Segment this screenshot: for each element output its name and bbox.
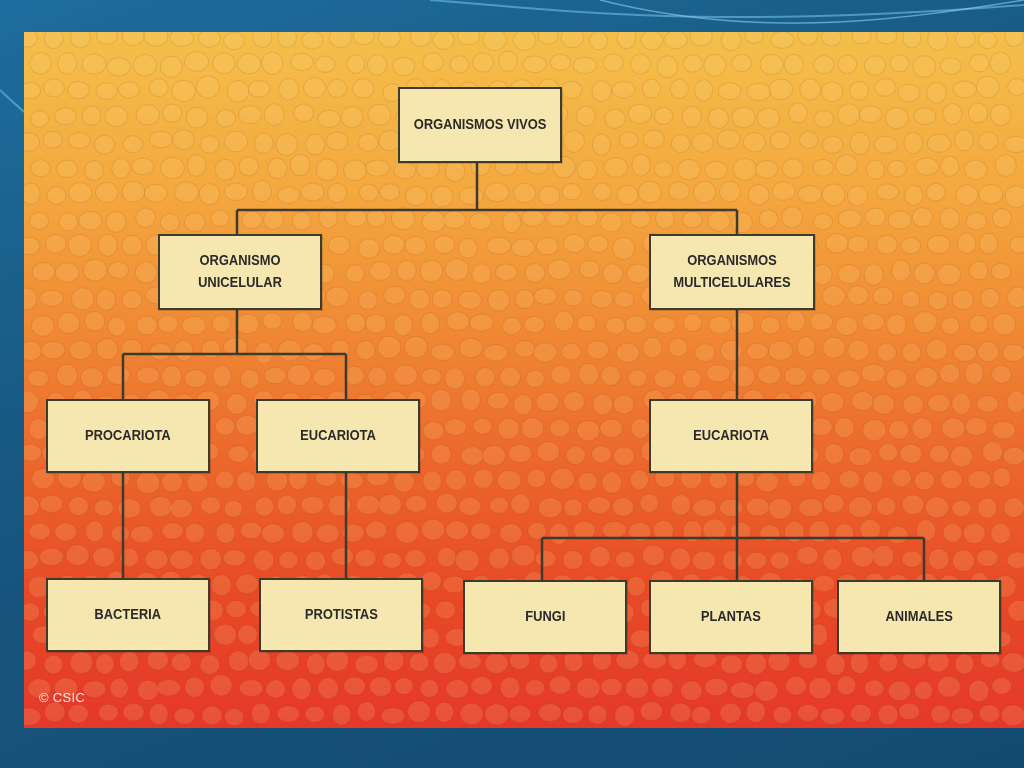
copyright-credit: © CSIC bbox=[39, 690, 86, 705]
diagram-panel: ORGANISMOS VIVOS ORGANISMO UNICELULAR OR… bbox=[24, 32, 1024, 728]
node-label: ANIMALES bbox=[885, 608, 953, 625]
node-label: PROCARIOTA bbox=[85, 427, 171, 444]
connector-lines bbox=[121, 162, 926, 580]
node-organismos-vivos: ORGANISMOS VIVOS bbox=[398, 87, 562, 163]
node-fungi: FUNGI bbox=[463, 580, 627, 654]
node-procariota: PROCARIOTA bbox=[46, 399, 210, 473]
connector-root bbox=[235, 162, 739, 236]
node-label: ORGANISMOS VIVOS bbox=[413, 116, 547, 133]
node-label: EUCARIOTA bbox=[300, 427, 376, 444]
node-label: EUCARIOTA bbox=[693, 427, 769, 444]
connector-eucariota-multicelular bbox=[540, 472, 926, 580]
node-protistas: PROTISTAS bbox=[259, 578, 423, 652]
connector-unicelular bbox=[121, 310, 348, 400]
node-label: FUNGI bbox=[524, 608, 566, 625]
node-animales: ANIMALES bbox=[837, 580, 1001, 654]
node-plantas: PLANTAS bbox=[649, 580, 813, 654]
node-label: PROTISTAS bbox=[304, 606, 378, 623]
node-organismo-unicelular: ORGANISMO UNICELULAR bbox=[158, 234, 322, 310]
node-label: ORGANISMOS MULTICELULARES bbox=[673, 252, 791, 291]
node-organismos-multicelulares: ORGANISMOS MULTICELULARES bbox=[649, 234, 815, 310]
node-eucariota-multicelular: EUCARIOTA bbox=[649, 399, 813, 473]
node-label: PLANTAS bbox=[701, 608, 761, 625]
node-label: ORGANISMO UNICELULAR bbox=[198, 252, 282, 291]
node-bacteria: BACTERIA bbox=[46, 578, 210, 652]
node-label: BACTERIA bbox=[94, 606, 162, 623]
node-eucariota-unicelular: EUCARIOTA bbox=[256, 399, 420, 473]
